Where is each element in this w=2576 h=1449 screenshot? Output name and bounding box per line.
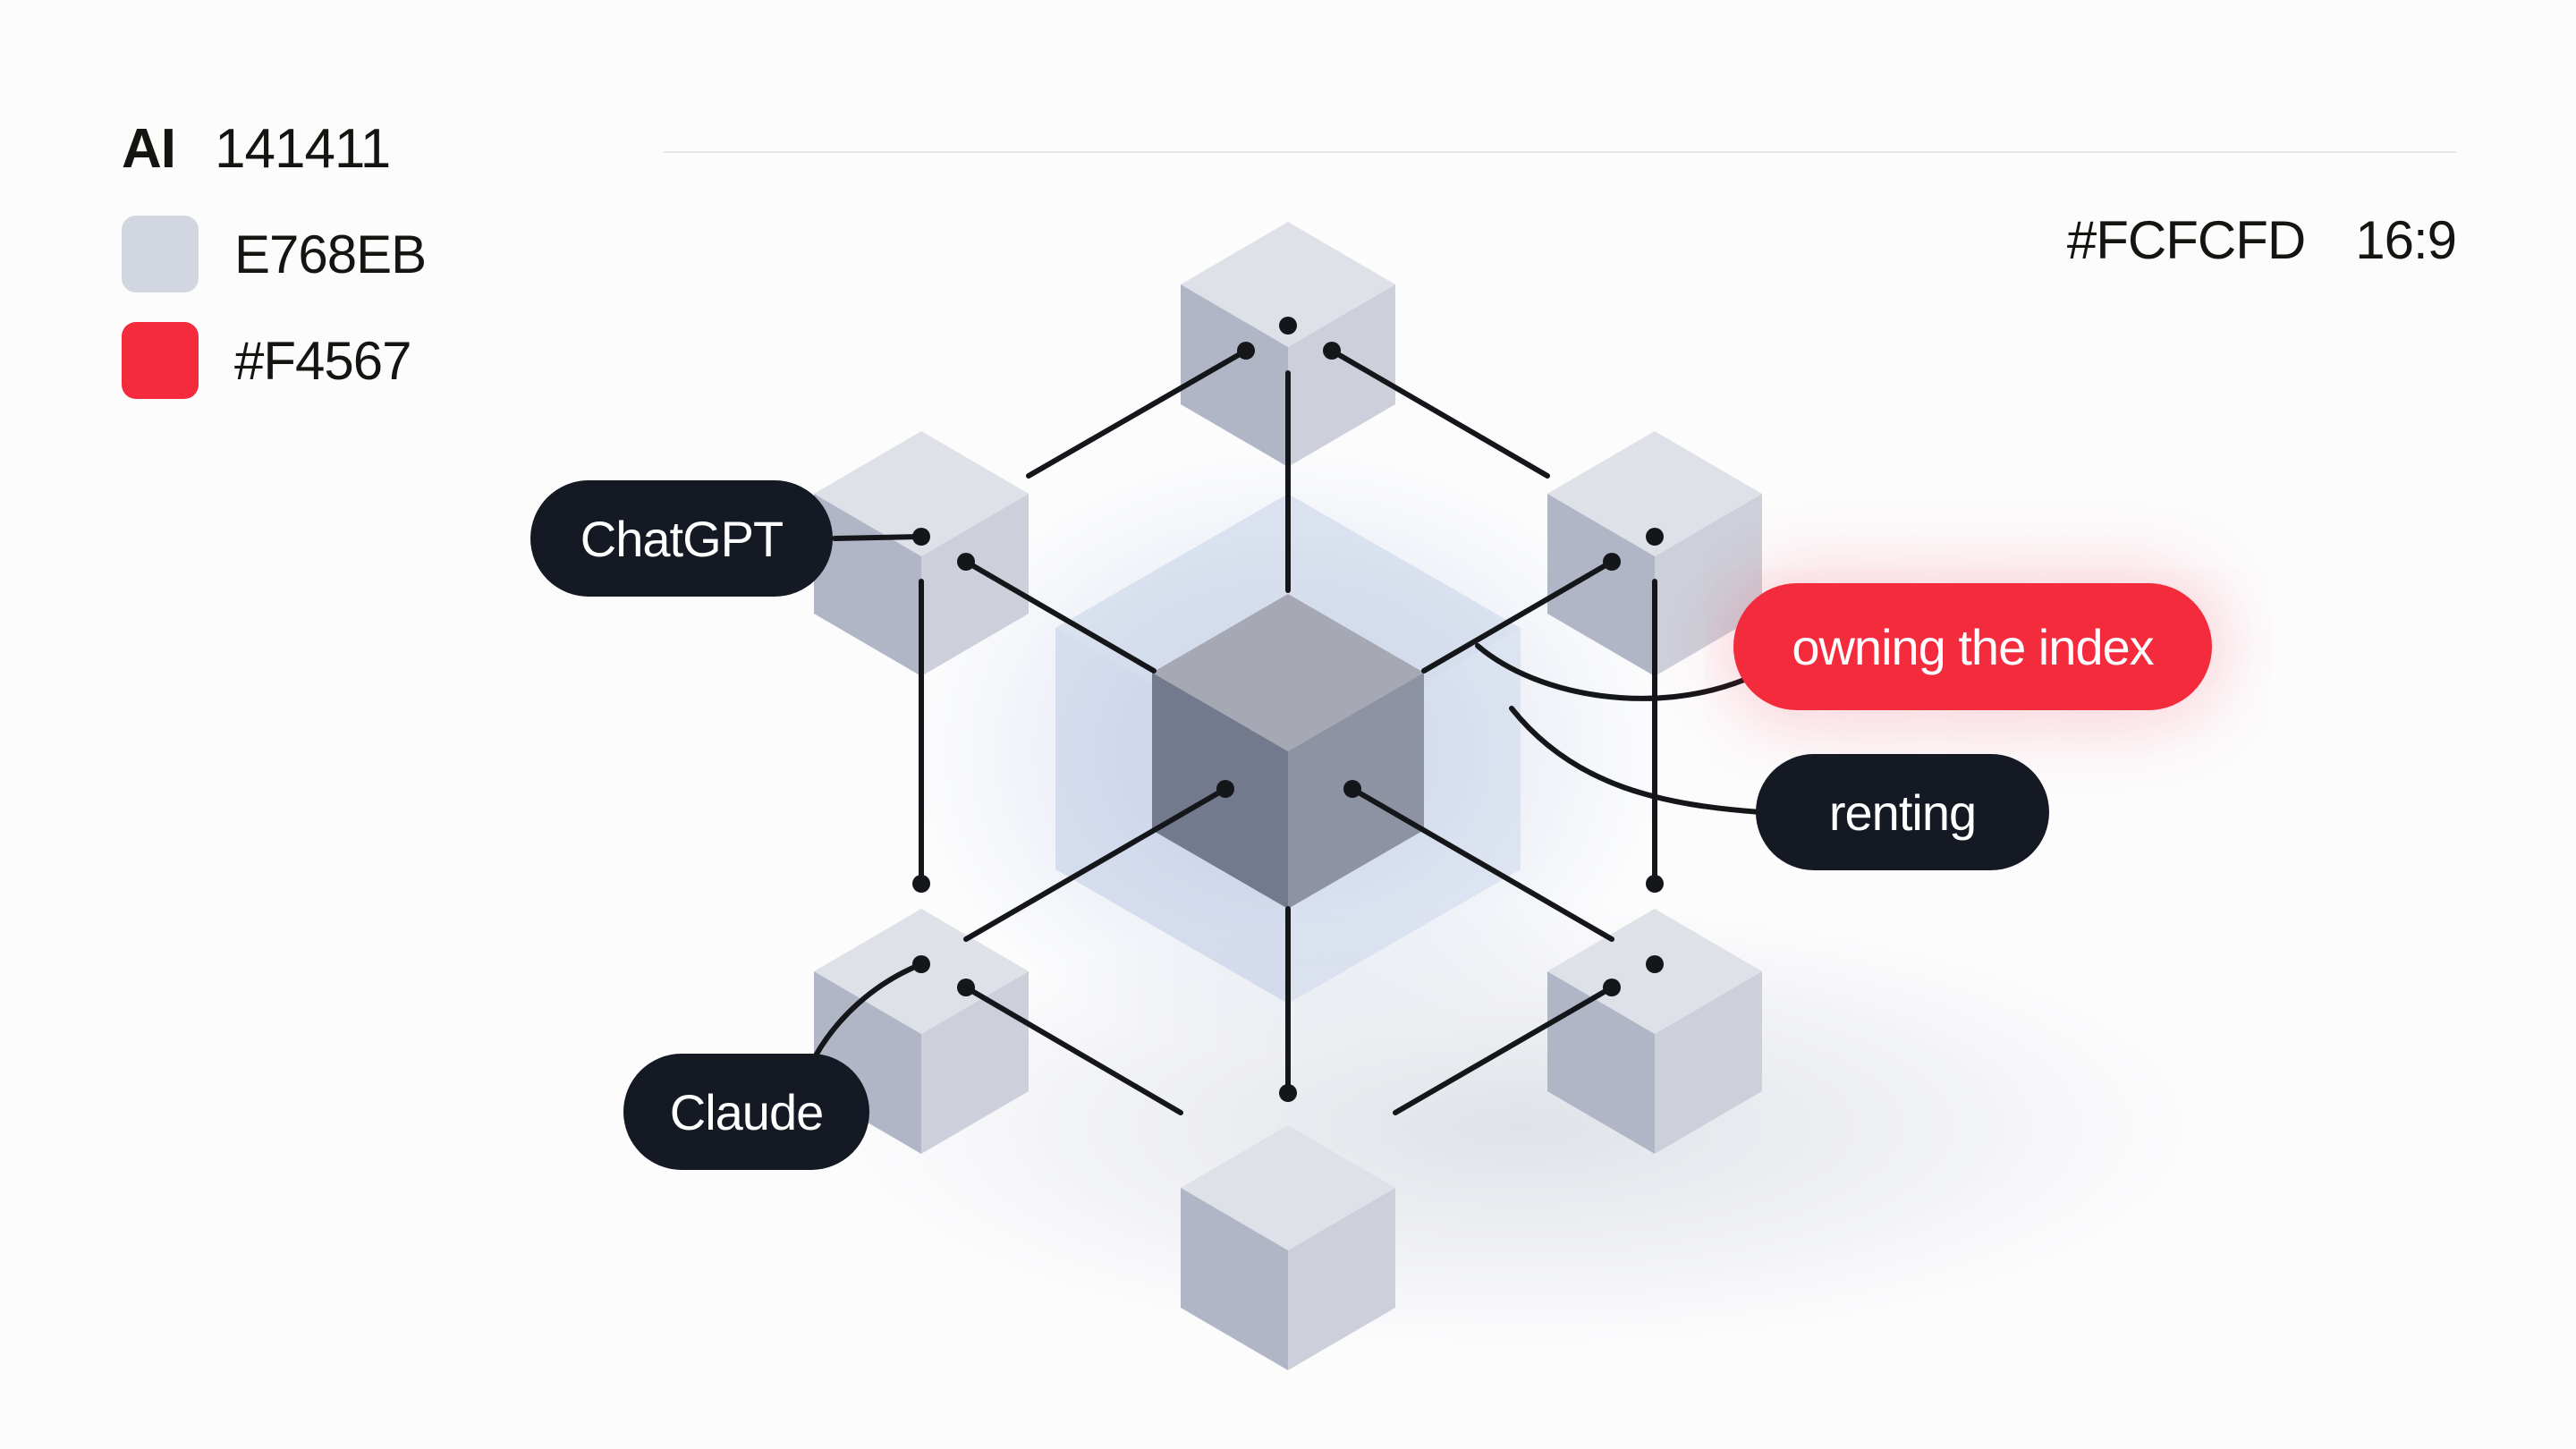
node-label-claude: Claude xyxy=(623,1054,869,1170)
edge-line xyxy=(963,985,1183,1115)
edge-line xyxy=(963,786,1228,942)
curve-to-renting xyxy=(1509,706,1763,815)
connector-dot xyxy=(912,528,930,546)
edge-line xyxy=(1421,559,1614,674)
connector-dot xyxy=(1603,553,1621,571)
connector-dot xyxy=(1216,780,1234,798)
satellite-cube xyxy=(1547,431,1762,676)
connector-dot xyxy=(1237,342,1255,360)
node-label-renting: renting xyxy=(1756,754,2049,870)
connector-dot xyxy=(1279,1084,1297,1102)
satellite-cube xyxy=(1181,222,1395,467)
legend-code: 141411 xyxy=(215,117,391,180)
divider xyxy=(664,151,2456,153)
satellite-cube xyxy=(1181,1125,1395,1370)
connector-dots xyxy=(912,317,1664,1102)
color-swatch-red xyxy=(122,322,199,399)
swatch-label: #F4567 xyxy=(234,330,411,391)
edge-line xyxy=(1393,985,1614,1115)
node-label-owning-the-index: owning the index xyxy=(1733,583,2212,710)
legend-title: AI 141411 xyxy=(122,114,391,182)
connector-dot xyxy=(912,955,930,973)
legend-brand: AI xyxy=(122,117,176,180)
curve-to-claude xyxy=(813,962,924,1058)
node-label-chatgpt: ChatGPT xyxy=(530,480,833,597)
meta-info: #FCFCFD 16:9 xyxy=(2066,204,2457,275)
connector-dot xyxy=(1343,780,1361,798)
connector-dot xyxy=(1323,342,1341,360)
edge-line xyxy=(1329,348,1550,479)
connector-dot xyxy=(957,979,975,996)
background-code: #FCFCFD xyxy=(2066,209,2306,270)
connector-dot xyxy=(912,875,930,893)
legend-swatch-row: E768EB xyxy=(122,216,427,292)
edge-line xyxy=(963,559,1157,674)
connector-dot xyxy=(1603,979,1621,996)
edge-line xyxy=(1026,348,1249,479)
connector-lines xyxy=(813,348,1763,1115)
curve-to-owning xyxy=(1475,643,1747,701)
connector-dot xyxy=(1646,875,1664,893)
connector-dot xyxy=(1646,528,1664,546)
edge-line xyxy=(832,534,924,541)
edge-line xyxy=(1350,786,1614,942)
connector-dot xyxy=(1279,317,1297,335)
aspect-ratio: 16:9 xyxy=(2355,209,2457,270)
color-swatch-gray xyxy=(122,216,199,292)
legend-swatch-row: #F4567 xyxy=(122,322,411,399)
swatch-label: E768EB xyxy=(234,224,427,284)
connector-dot xyxy=(957,553,975,571)
connector-dot xyxy=(1646,955,1664,973)
